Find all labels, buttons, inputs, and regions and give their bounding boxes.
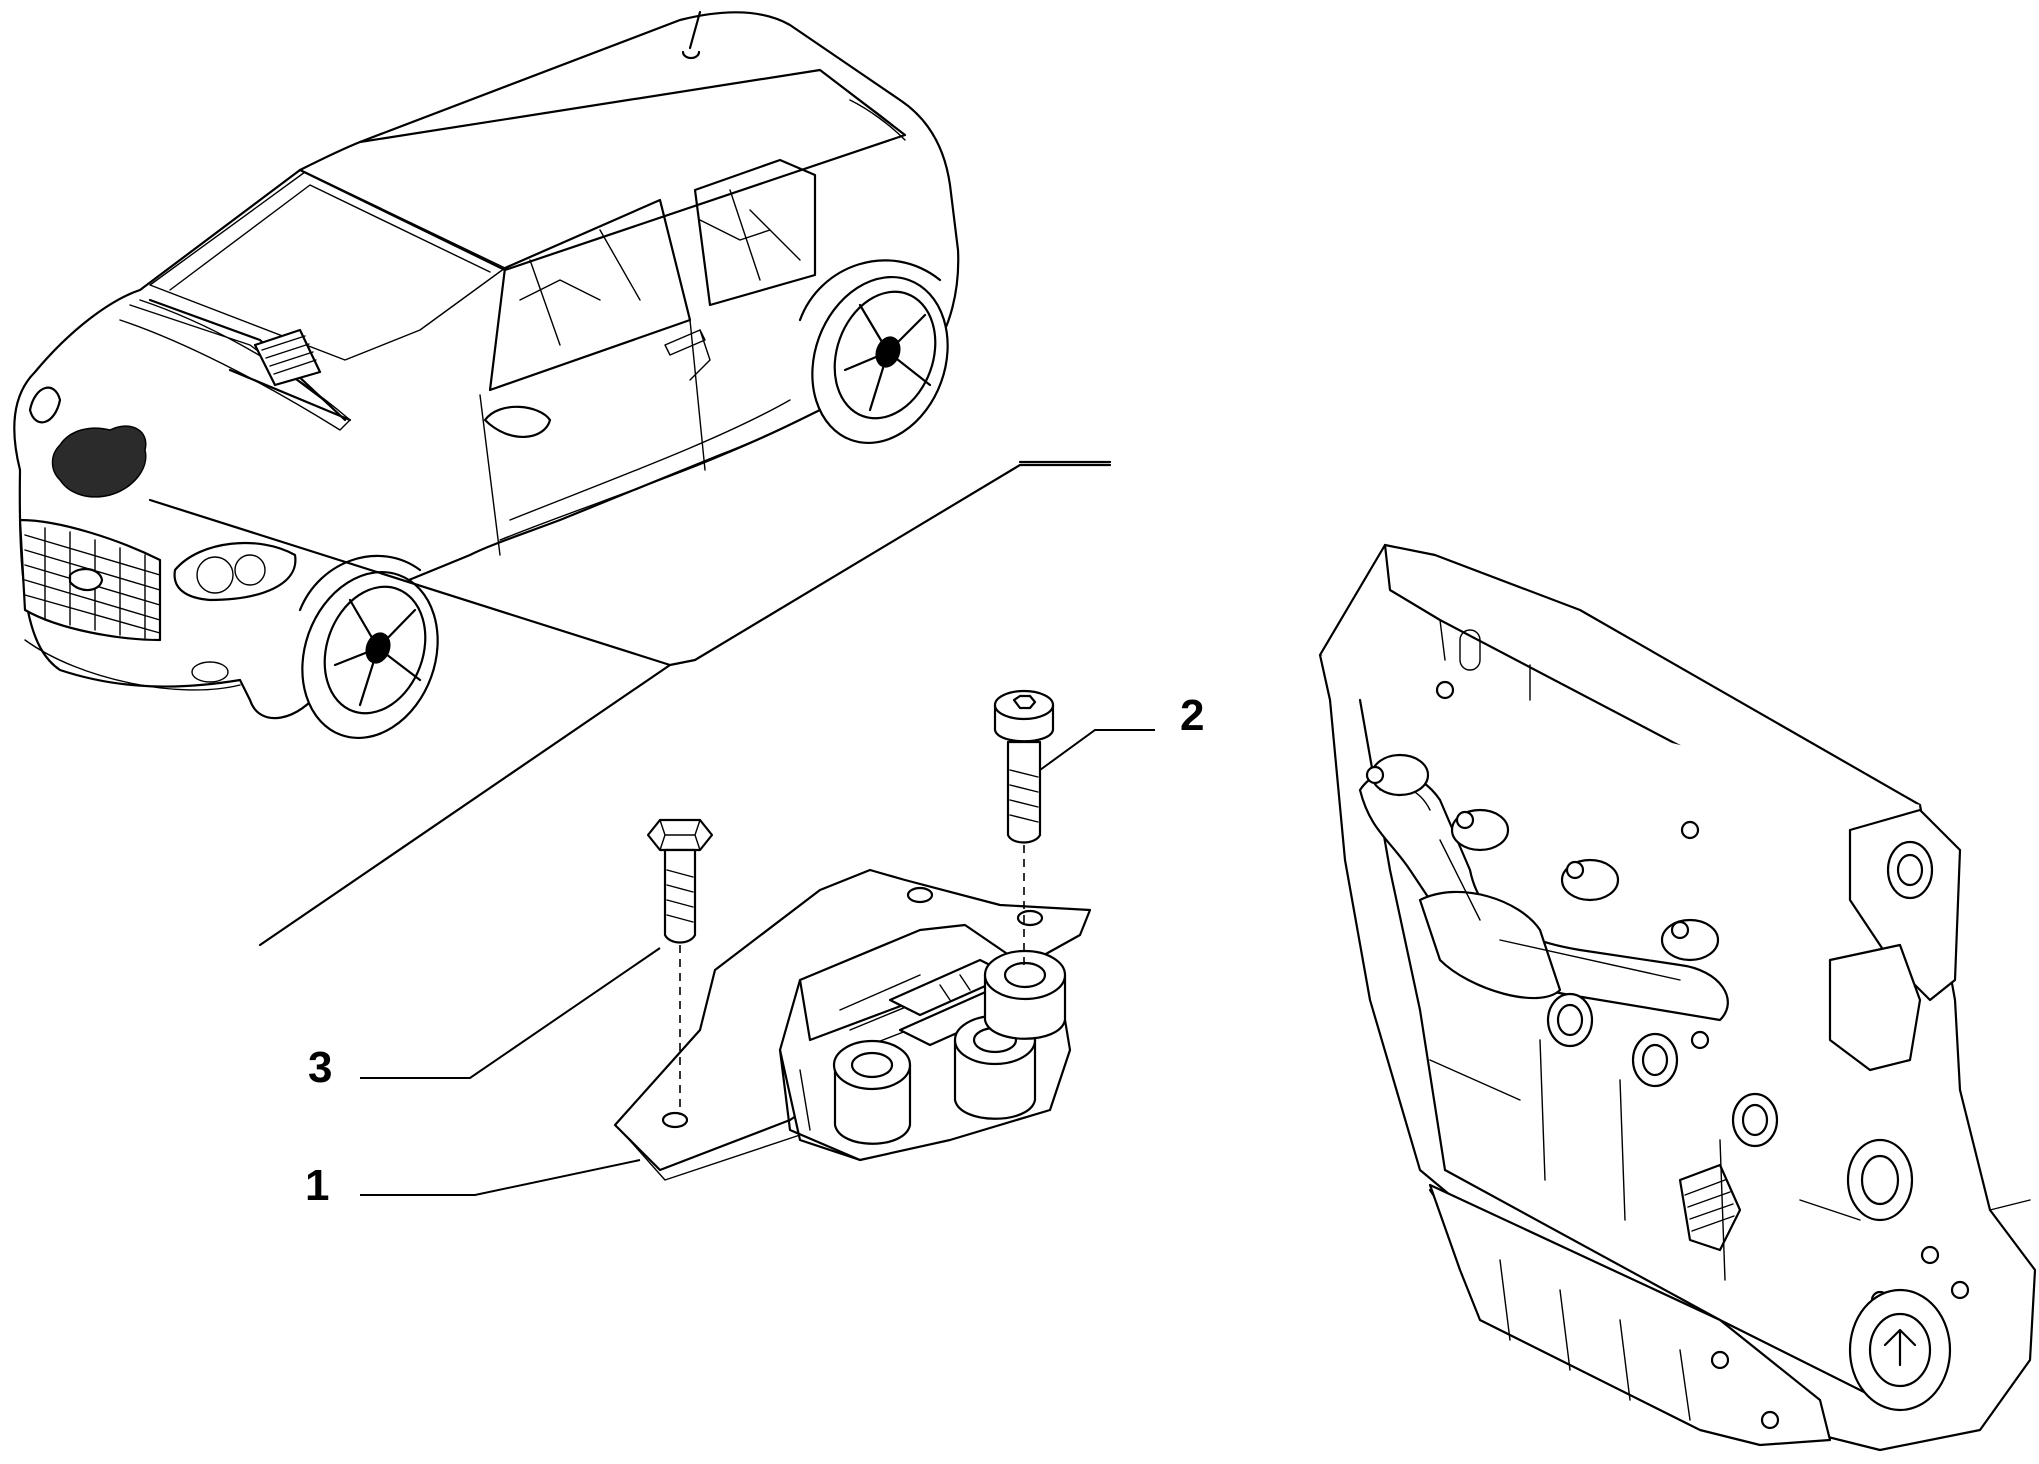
location-pointer [148, 463, 1112, 947]
hex-bolt [646, 818, 714, 1115]
callout-1-label: 1 [305, 1161, 329, 1210]
rear-wheel [811, 275, 949, 445]
engine-mount-bracket [613, 868, 1092, 1181]
engine-illustration [1318, 543, 2037, 1452]
callout-2-label: 2 [1180, 691, 1204, 740]
callout-2: 2 [1039, 691, 1204, 771]
car-illustration [13, 10, 960, 740]
callout-1: 1 [305, 1159, 641, 1210]
socket-head-bolt [993, 689, 1055, 965]
callout-3: 3 [308, 947, 661, 1092]
front-wheel [301, 570, 439, 740]
callout-3-label: 3 [308, 1043, 332, 1092]
